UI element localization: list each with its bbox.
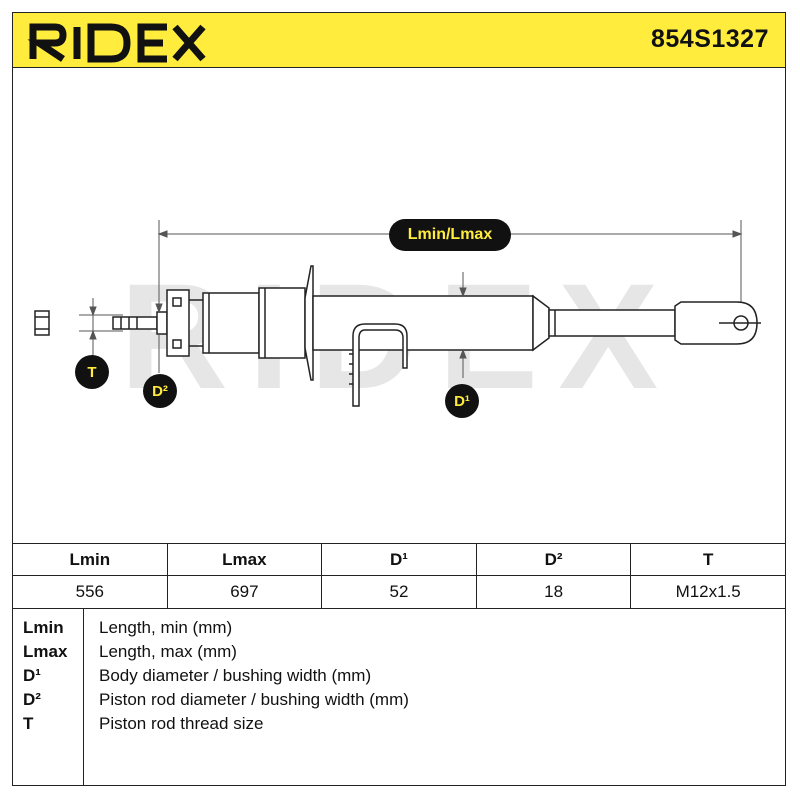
- body-diameter-dimension: [459, 272, 467, 378]
- value-lmin: 556: [13, 576, 168, 608]
- upper-body: [202, 287, 306, 359]
- rod-diameter-label: D²: [143, 374, 177, 408]
- main-body: [312, 294, 550, 352]
- legend-desc: Body diameter / bushing width (mm): [99, 666, 372, 685]
- header-lmax: Lmax: [168, 544, 323, 575]
- thread-label: T: [75, 355, 109, 389]
- legend-key: Lmin: [23, 618, 64, 637]
- legend-desc: Length, min (mm): [99, 618, 233, 637]
- legend-key: D¹: [23, 666, 41, 685]
- header-d2: D²: [477, 544, 632, 575]
- legend-row: D¹ Body diameter / bushing width (mm): [13, 666, 785, 690]
- spec-table: Lmin Lmax D¹ D² T 556 697 52 18 M12x1.5: [13, 543, 785, 609]
- rod-diameter-dimension: [155, 303, 163, 373]
- legend-row: T Piston rod thread size: [13, 714, 785, 738]
- shock-absorber-drawing: RIDEX: [13, 68, 785, 542]
- body-diameter-label: D¹: [445, 384, 479, 418]
- value-d2: 18: [477, 576, 632, 608]
- header-lmin: Lmin: [13, 544, 168, 575]
- lower-rod: [548, 309, 676, 337]
- legend-key: T: [23, 714, 34, 733]
- legend-desc: Length, max (mm): [99, 642, 237, 661]
- value-t: M12x1.5: [675, 582, 741, 601]
- thread-nut-icon: [34, 310, 50, 336]
- spring-plate: [304, 265, 314, 381]
- legend: Lmin Length, min (mm) Lmax Length, max (…: [13, 608, 785, 786]
- length-label: Lmin/Lmax: [389, 219, 511, 251]
- brake-line-bracket: [349, 323, 408, 407]
- header-bar: 854S1327: [13, 13, 785, 68]
- lower-eye-mount: [674, 301, 761, 345]
- legend-desc: Piston rod diameter / bushing width (mm): [99, 690, 409, 709]
- thread-dimension: [79, 298, 123, 358]
- drawing-canvas: RIDEX: [34, 220, 761, 420]
- ridex-logo: [27, 23, 206, 63]
- spec-table-values: 556 697 52 18 M12x1.5: [13, 576, 785, 608]
- legend-key: Lmax: [23, 642, 68, 661]
- value-d1: 52: [322, 576, 477, 608]
- header-d1: D¹: [322, 544, 477, 575]
- legend-row: Lmax Length, max (mm): [13, 642, 785, 666]
- spec-sheet: 854S1327 RIDEX: [12, 12, 786, 786]
- value-lmax: 697: [168, 576, 323, 608]
- top-mount: [166, 289, 203, 357]
- legend-key: D²: [23, 690, 41, 709]
- part-number: 854S1327: [650, 25, 769, 53]
- legend-row: Lmin Length, min (mm): [13, 618, 785, 642]
- piston-rod: [112, 311, 168, 335]
- header-t: T: [702, 549, 714, 569]
- spec-table-header: Lmin Lmax D¹ D² T: [13, 544, 785, 576]
- legend-divider: [83, 608, 84, 786]
- legend-row: D² Piston rod diameter / bushing width (…: [13, 690, 785, 714]
- legend-desc: Piston rod thread size: [99, 714, 264, 733]
